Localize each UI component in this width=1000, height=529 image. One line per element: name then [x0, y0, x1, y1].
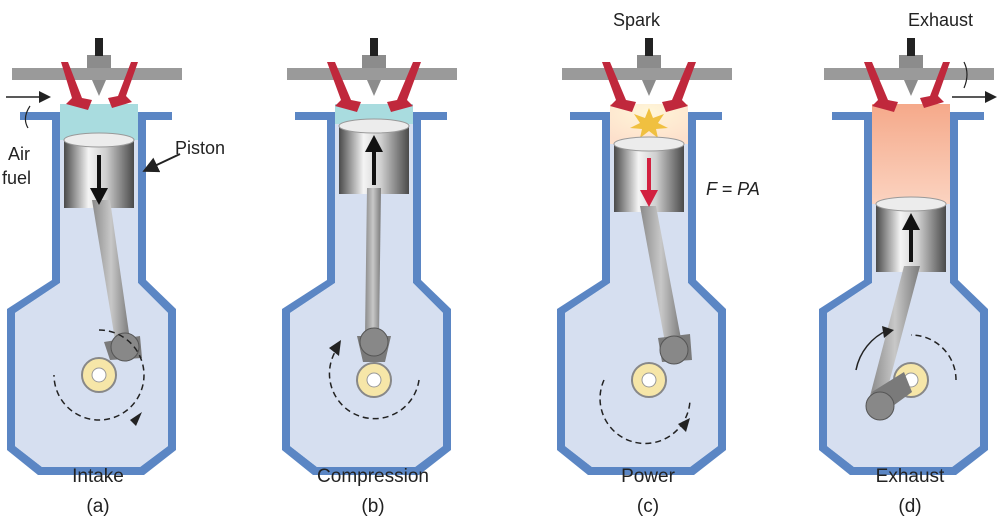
rotation-arc	[53, 329, 145, 421]
cylinder-head	[562, 68, 732, 80]
up-arrow-icon	[902, 213, 920, 230]
spark-plug-body	[899, 55, 923, 96]
down-arrow-icon	[90, 188, 108, 205]
connecting-rod	[870, 266, 920, 402]
formula-label: F = PA	[706, 179, 760, 199]
spark-plug-top	[95, 38, 103, 56]
spark-plug-top	[907, 38, 915, 56]
cylinder-head	[824, 68, 994, 80]
spark-plug-body	[637, 55, 661, 96]
cylinder-wall	[282, 112, 451, 475]
panel-power	[557, 38, 732, 475]
panel-compression	[282, 38, 457, 475]
connecting-rod	[365, 188, 381, 336]
cylinder-head	[12, 68, 182, 80]
intake-valve-icon	[327, 62, 361, 112]
air-fuel-label-line1: Air	[8, 144, 30, 164]
connecting-rod	[640, 206, 682, 348]
cylinder-head	[287, 68, 457, 80]
panel-a-letter: (a)	[86, 496, 109, 517]
exhaust-valve-icon	[108, 62, 138, 108]
up-arrow-icon	[365, 135, 383, 152]
cylinder-wall	[557, 112, 726, 475]
intake-valve-icon	[602, 62, 636, 112]
spark-plug-body	[362, 55, 386, 96]
intake-valve-icon	[864, 62, 898, 112]
exhaust-valve-icon	[387, 62, 421, 112]
panel-c-title: Power	[621, 466, 676, 487]
panel-b-letter: (b)	[361, 496, 384, 517]
spark-label: Spark	[613, 10, 661, 30]
rotation-arc	[328, 351, 420, 420]
cylinder-wall	[819, 112, 988, 475]
panel-b-title: Compression	[317, 466, 429, 487]
panel-c-letter: (c)	[637, 496, 659, 517]
exhaust-gas	[872, 104, 950, 204]
spark-burst-icon	[630, 108, 668, 138]
spark-plug-top	[645, 38, 653, 56]
panel-exhaust	[819, 38, 997, 475]
connecting-rod	[92, 200, 130, 346]
spark-plug-top	[370, 38, 378, 56]
exhaust-label: Exhaust	[908, 10, 973, 30]
spark-plug-body	[87, 55, 111, 96]
power-arrow-icon	[640, 190, 658, 207]
exhaust-valve-icon	[662, 62, 696, 112]
intake-valve-icon	[61, 62, 92, 110]
piston-label: Piston	[175, 138, 225, 158]
exhaust-valve-icon	[920, 62, 950, 108]
panel-a-title: Intake	[72, 466, 124, 487]
rotation-arc	[910, 334, 957, 381]
panel-d-letter: (d)	[898, 496, 921, 517]
panel-intake	[6, 38, 182, 475]
panel-d-title: Exhaust	[876, 466, 945, 487]
air-fuel-label-line2: fuel	[2, 168, 31, 188]
cylinder-wall	[7, 112, 176, 475]
